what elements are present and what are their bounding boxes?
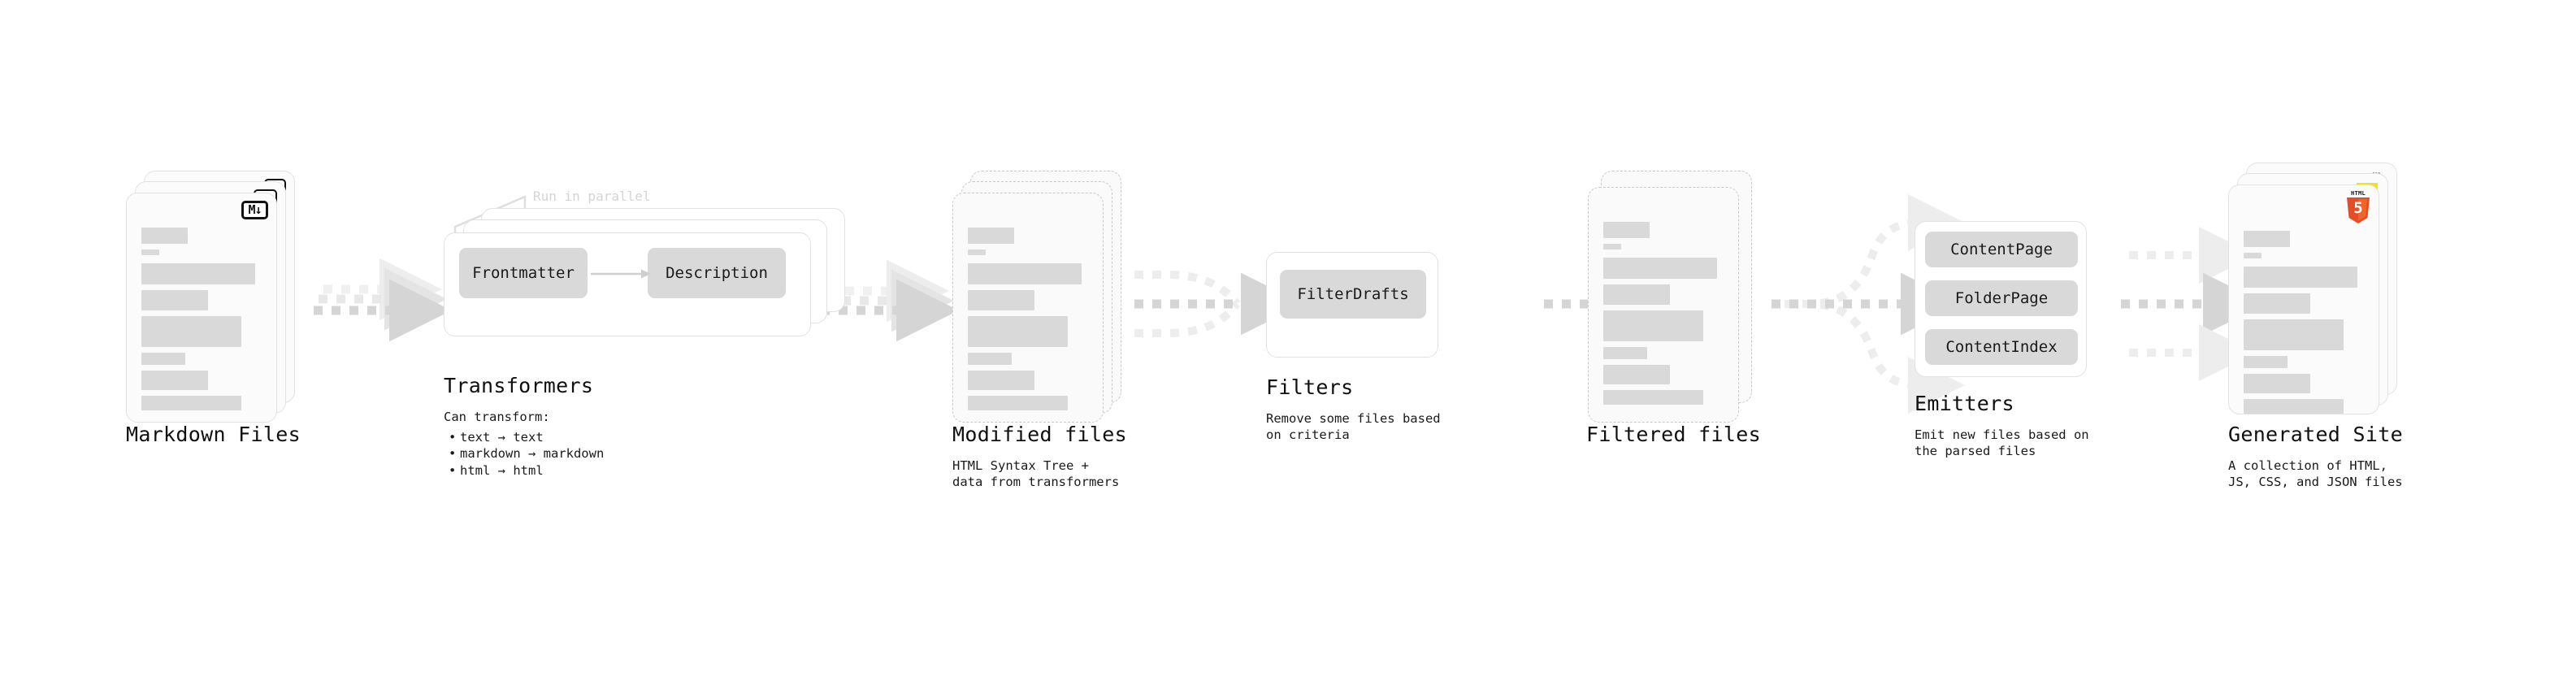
markdown-file-stack: M↓ M↓ M↓ (126, 171, 298, 423)
placeholder-line (141, 263, 255, 284)
document-placeholder-lines (2244, 231, 2366, 419)
list-item: •html → html (449, 462, 544, 478)
placeholder-line (968, 228, 1014, 244)
placeholder-line (2244, 399, 2344, 414)
placeholder-line (968, 396, 1068, 410)
placeholder-line (2244, 293, 2310, 314)
emitter-node-folderpage[interactable]: FolderPage (1925, 280, 2078, 316)
placeholder-line (968, 371, 1034, 390)
modified-files-title: Modified files (952, 423, 1127, 446)
placeholder-line (2244, 267, 2357, 288)
placeholder-line (1603, 390, 1703, 405)
transformer-flow-arrow-icon (591, 269, 651, 279)
placeholder-line (1603, 310, 1703, 341)
markdown-files-title: Markdown Files (126, 423, 301, 446)
placeholder-line (2244, 356, 2288, 368)
filters-subtitle: Remove some files based on criteria (1266, 411, 1441, 443)
placeholder-line (2244, 319, 2344, 350)
placeholder-line (968, 353, 1012, 365)
arrow-filtered-to-emitters (1772, 194, 1965, 414)
transformers-title: Transformers (444, 374, 594, 397)
placeholder-line (2244, 374, 2310, 393)
placeholder-line (141, 371, 208, 390)
bullet-text: markdown → markdown (460, 446, 605, 462)
stage-filtered-files (1583, 171, 1755, 423)
bullet-text: text → text (460, 430, 544, 445)
placeholder-line (968, 316, 1068, 347)
document-placeholder-lines (968, 228, 1090, 416)
placeholder-line (1603, 258, 1717, 279)
stage-modified-files (952, 171, 1125, 423)
filtered-card-front (1588, 187, 1739, 423)
bullet-text: html → html (460, 462, 544, 478)
filtered-files-title: Filtered files (1586, 423, 1761, 446)
generated-site-title: Generated Site (2228, 423, 2403, 446)
arrow-markdown-to-transformers (314, 258, 452, 342)
html5-logo-icon: HTML 5 (2344, 190, 2372, 224)
placeholder-line (2244, 253, 2262, 258)
generated-site-stack: CSS HTML 5 (2228, 163, 2400, 414)
filters-box: FilterDrafts (1266, 252, 1438, 358)
emitter-node-contentpage[interactable]: ContentPage (1925, 232, 2078, 267)
html5-wordmark: HTML (2350, 190, 2366, 197)
placeholder-line (1603, 244, 1621, 249)
markdown-card-front: M↓ (126, 193, 277, 423)
placeholder-line (141, 228, 188, 244)
transformer-node-description[interactable]: Description (648, 248, 786, 298)
html5-digit: 5 (2353, 199, 2363, 217)
filters-title: Filters (1266, 375, 1354, 399)
arrow-emitters-to-site (2121, 227, 2266, 381)
arrow-modified-to-filters (1134, 271, 1303, 337)
emitters-subtitle: Emit new files based on the parsed files (1915, 427, 2089, 459)
placeholder-line (141, 316, 241, 347)
transformers-caption-heading: Can transform: (444, 410, 550, 424)
transformer-node-frontmatter[interactable]: Frontmatter (459, 248, 588, 298)
placeholder-line (968, 263, 1082, 284)
stage-generated-site: CSS HTML 5 (2228, 163, 2400, 414)
modified-files-subtitle: HTML Syntax Tree + data from transformer… (952, 458, 1120, 490)
modified-file-stack (952, 171, 1125, 423)
emitters-title: Emitters (1915, 392, 2014, 415)
placeholder-line (968, 249, 986, 255)
document-placeholder-lines (141, 228, 263, 416)
generated-site-subtitle: A collection of HTML, JS, CSS, and JSON … (2228, 458, 2403, 490)
emitter-node-contentindex[interactable]: ContentIndex (1925, 329, 2078, 365)
filtered-file-stack (1583, 171, 1755, 423)
placeholder-line (1603, 284, 1670, 305)
transformers-box: Frontmatter Description (444, 232, 811, 336)
placeholder-line (141, 249, 159, 255)
transformers-bullet-list: •text → text •markdown → markdown •html … (449, 429, 604, 479)
markdown-logo-icon: M↓ (241, 201, 268, 219)
modified-card-front (952, 193, 1104, 423)
stage-markdown-files: M↓ M↓ M↓ (126, 171, 298, 423)
document-placeholder-lines (1603, 222, 1725, 410)
list-item: •text → text (449, 430, 544, 445)
site-card-html: HTML 5 (2228, 184, 2379, 414)
placeholder-line (2244, 231, 2290, 247)
filter-node-filterdrafts[interactable]: FilterDrafts (1280, 270, 1426, 319)
placeholder-line (1603, 347, 1647, 359)
emitters-box: ContentPage FolderPage ContentIndex (1915, 221, 2087, 377)
placeholder-line (141, 396, 241, 410)
list-item: •markdown → markdown (449, 446, 605, 462)
placeholder-line (141, 290, 208, 310)
placeholder-line (1603, 365, 1670, 384)
placeholder-line (968, 290, 1034, 310)
placeholder-line (1603, 222, 1650, 238)
placeholder-line (141, 353, 185, 365)
html5-shield-highlight (2358, 199, 2367, 221)
run-in-parallel-label: Run in parallel (533, 189, 651, 204)
